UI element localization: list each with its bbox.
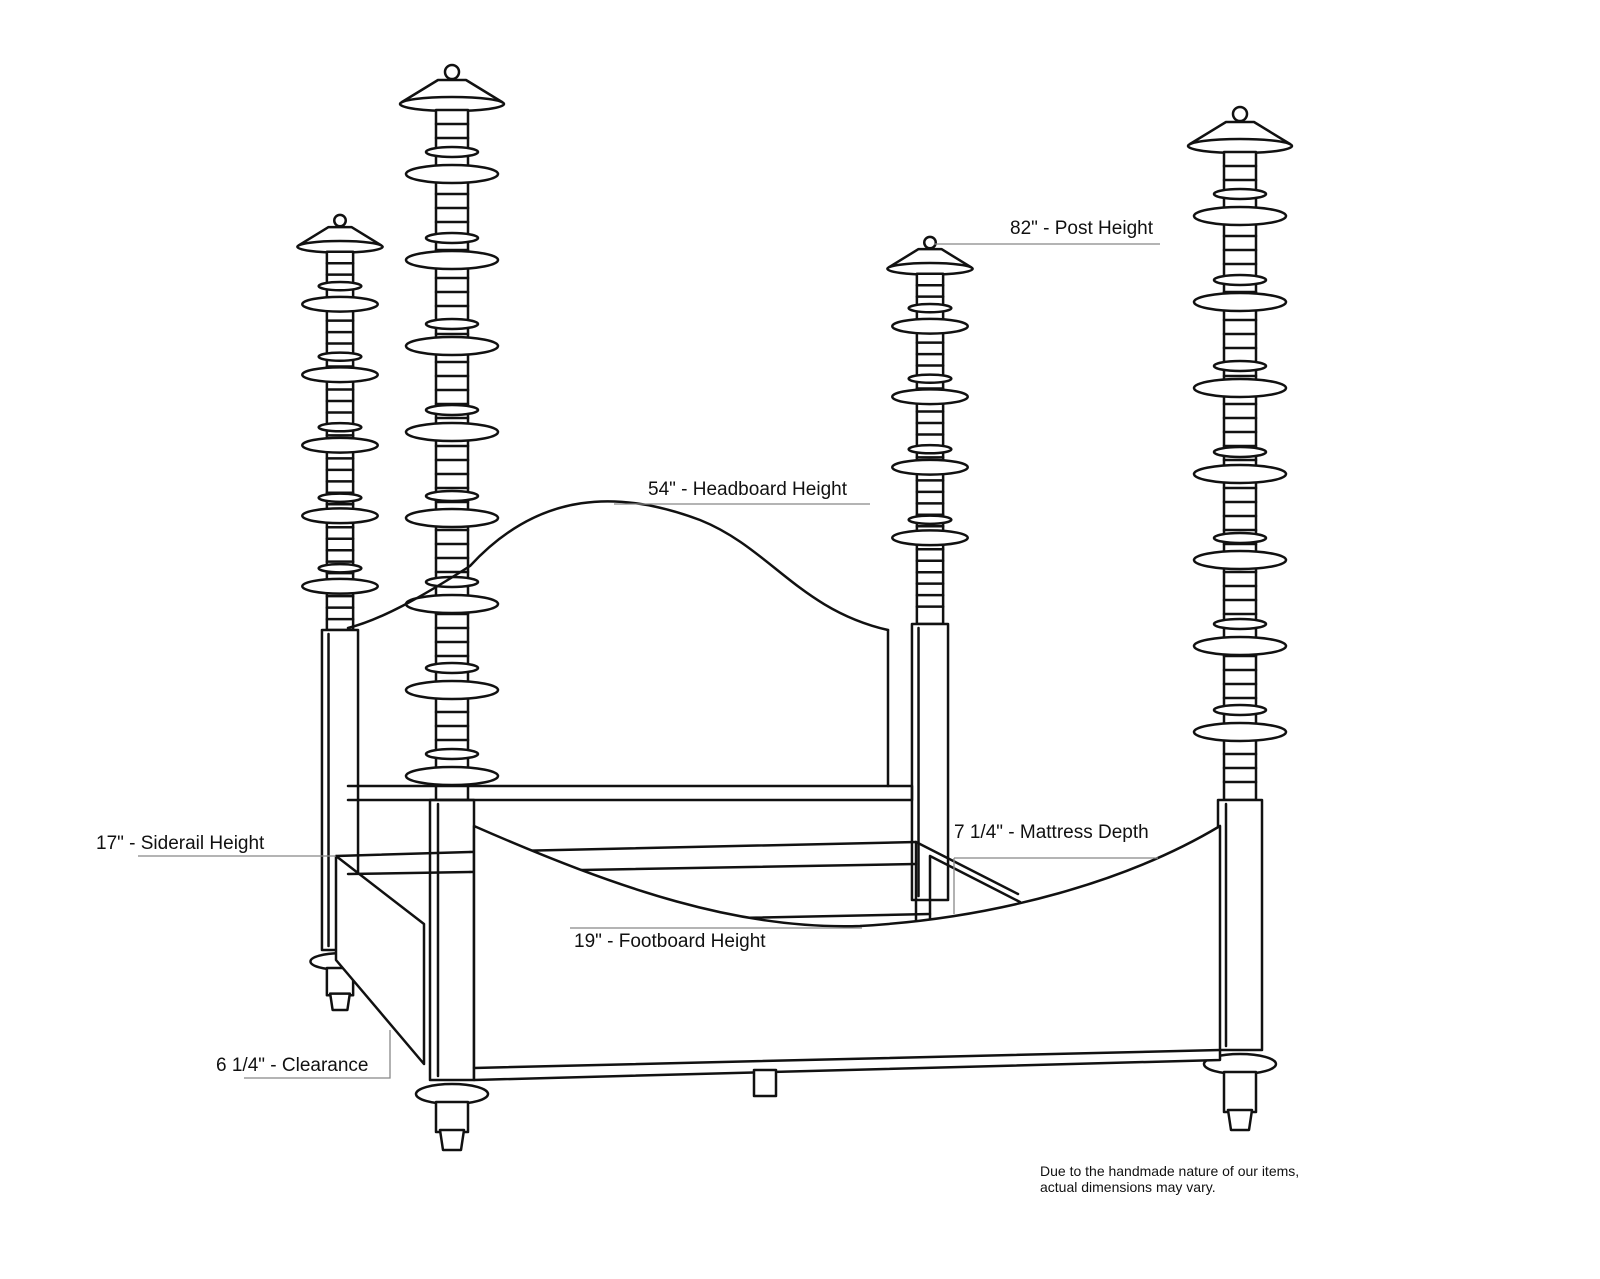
post-height-label: 82" - Post Height (1010, 218, 1153, 239)
headboard-height-label: 54" - Headboard Height (648, 479, 847, 500)
disclaimer-line-2: actual dimensions may vary. (1040, 1179, 1216, 1196)
footboard-height-label: 19" - Footboard Height (574, 931, 766, 952)
footboard-base (472, 1048, 1222, 1070)
front-left-post (398, 63, 506, 1152)
mattress-depth-leader (953, 857, 1158, 914)
mattress-depth-label: 7 1/4" - Mattress Depth (954, 822, 1149, 843)
left-siderail-top (334, 850, 472, 876)
left-siderail (334, 854, 426, 1066)
clearance-leader (244, 1030, 391, 1079)
siderail-height-label: 17" - Siderail Height (96, 833, 265, 854)
right-siderail (914, 840, 1022, 922)
front-right-post (1186, 105, 1294, 1132)
center-support-leg (752, 1068, 778, 1098)
mattress-deck (734, 912, 932, 920)
disclaimer-note: Due to the handmade nature of our items,… (1040, 1163, 1299, 1195)
disclaimer-line-1: Due to the handmade nature of our items, (1040, 1163, 1300, 1179)
clearance-label: 6 1/4" - Clearance (216, 1055, 369, 1076)
footboard-panel (472, 824, 1222, 1082)
headboard-rail (346, 784, 914, 802)
headboard-arch (346, 500, 890, 632)
back-right-post (886, 235, 974, 902)
